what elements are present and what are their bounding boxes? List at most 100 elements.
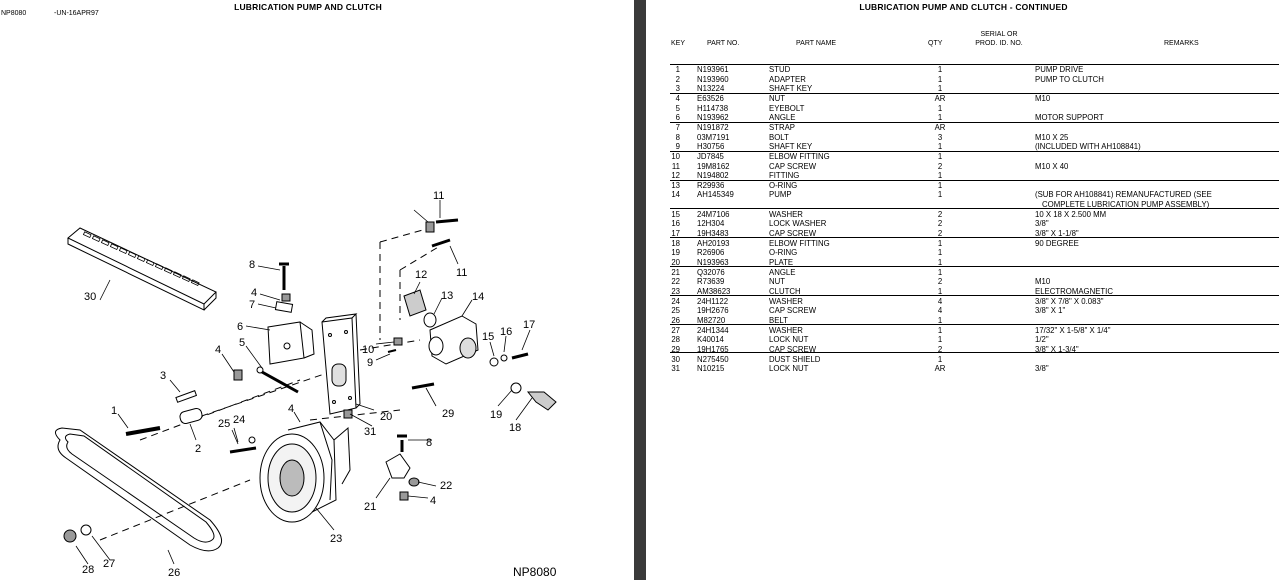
cell-qty: 2 — [937, 161, 943, 171]
cell-remarks: (SUB FOR AH108841) REMANUFACTURED (SEE — [1035, 190, 1212, 200]
cell-remarks: PUMP DRIVE — [1035, 65, 1084, 74]
callout-29: 29 — [442, 408, 454, 420]
cell-qty: AR — [934, 364, 946, 374]
cell-qty: 1 — [937, 248, 943, 258]
cell-qty: 1 — [937, 335, 943, 345]
callout-3: 3 — [160, 370, 166, 382]
cell-part-no: E63526 — [697, 93, 724, 103]
diagram-code: NP8080 — [1, 10, 27, 17]
cell-part-name: BELT — [769, 315, 788, 325]
callout-16: 16 — [500, 326, 512, 338]
cell-key: 23 — [671, 286, 680, 296]
header-remarks: REMARKS — [1164, 40, 1199, 47]
cell-key: 21 — [671, 267, 680, 277]
table-rule — [670, 151, 1279, 152]
cell-key: 11 — [671, 161, 680, 171]
mounting-plate-drawing — [321, 313, 361, 415]
cell-part-name: ANGLE — [769, 113, 796, 123]
cell-part-no: 03M7191 — [697, 132, 730, 142]
cell-remarks: 3/8" X 7/8" X 0.083" — [1035, 296, 1104, 306]
cell-part-name: STUD — [769, 65, 791, 74]
header-qty: QTY — [928, 40, 943, 47]
cell-key: 4 — [675, 93, 680, 103]
cell-part-no: H30756 — [697, 142, 725, 152]
cell-key: 1 — [675, 65, 680, 74]
cell-part-no: N275450 — [697, 354, 729, 364]
pump-drawing — [428, 315, 479, 365]
cell-remarks: MOTOR SUPPORT — [1035, 113, 1104, 123]
table-rule — [670, 237, 1279, 238]
leader-lines — [75, 200, 533, 565]
cell-part-name: ELBOW FITTING — [769, 151, 830, 161]
cell-remarks: M10 X 40 — [1035, 161, 1069, 171]
callout-11-b: 11 — [456, 267, 467, 279]
cell-part-name: WASHER — [769, 209, 803, 219]
callout-4-a: 4 — [215, 344, 221, 356]
header-part-no: PART NO. — [707, 40, 740, 47]
cell-part-no: N193961 — [697, 65, 729, 74]
cell-part-name: BOLT — [769, 132, 789, 142]
cell-key: 28 — [671, 335, 680, 345]
callout-28: 28 — [82, 564, 94, 576]
cell-part-name: CLUTCH — [769, 286, 801, 296]
cell-part-name: LOCK NUT — [769, 335, 809, 345]
page-gutter — [634, 0, 646, 580]
cell-part-no: N191872 — [697, 122, 729, 132]
cell-part-name: SHAFT KEY — [769, 84, 813, 94]
cell-key: 8 — [675, 132, 680, 142]
cell-remarks: 10 X 18 X 2.500 MM — [1035, 209, 1107, 219]
cell-key: 31 — [671, 364, 680, 374]
cell-qty: 4 — [937, 296, 943, 306]
table-rule — [670, 324, 1279, 325]
cell-key: 20 — [671, 258, 680, 267]
parts-list-page: LUBRICATION PUMP AND CLUTCH - CONTINUED … — [646, 0, 1281, 580]
cell-part-no: N193960 — [697, 74, 729, 84]
diagram-date: -UN-16APR97 — [54, 10, 99, 17]
elbow-fitting-drawing — [510, 382, 557, 411]
fitting-drawing — [403, 289, 437, 328]
cell-qty: 2 — [937, 344, 943, 354]
cell-part-name: CAP SCREW — [769, 229, 817, 239]
cell-qty: 1 — [937, 315, 943, 325]
cell-key: 22 — [671, 277, 680, 287]
callout-19: 19 — [490, 409, 502, 421]
cell-part-name: WASHER — [769, 296, 803, 306]
cell-part-no: 24H1122 — [697, 296, 729, 306]
cell-part-no: 24M7106 — [697, 209, 730, 219]
cell-part-no: AH145349 — [697, 190, 734, 200]
cell-qty: 2 — [937, 229, 943, 239]
cell-part-name: CAP SCREW — [769, 161, 817, 171]
callout-4-d: 4 — [288, 403, 294, 415]
callout-23: 23 — [330, 533, 342, 545]
callout-31: 31 — [364, 426, 376, 438]
cell-qty: 1 — [937, 84, 943, 94]
cell-remarks: 17/32" X 1-5/8" X 1/4" — [1035, 325, 1111, 335]
belt-drawing — [55, 427, 223, 552]
exploded-parts-diagram: 1 2 3 4 5 6 7 8 4 10 9 11 11 12 13 14 15… — [55, 190, 557, 579]
cell-remarks: ELECTROMAGNETIC — [1035, 286, 1113, 296]
table-row-continuation: COMPLETE LUBRICATION PUMP ASSEMBLY) — [646, 200, 1281, 210]
cell-part-no: K40014 — [697, 335, 724, 345]
callout-10: 10 — [362, 344, 374, 356]
cell-qty: 1 — [937, 113, 943, 123]
callout-6: 6 — [237, 321, 243, 333]
callout-22: 22 — [440, 480, 452, 492]
parts-list-title: LUBRICATION PUMP AND CLUTCH - CONTINUED — [859, 2, 1068, 12]
callout-20: 20 — [380, 411, 392, 423]
cell-remarks: (INCLUDED WITH AH108841) — [1035, 142, 1141, 152]
hardware-drawing — [63, 218, 529, 543]
cell-part-no: N193963 — [697, 258, 729, 267]
cell-qty: 1 — [937, 171, 943, 181]
table-rule — [670, 208, 1279, 209]
table-rule — [670, 266, 1279, 267]
